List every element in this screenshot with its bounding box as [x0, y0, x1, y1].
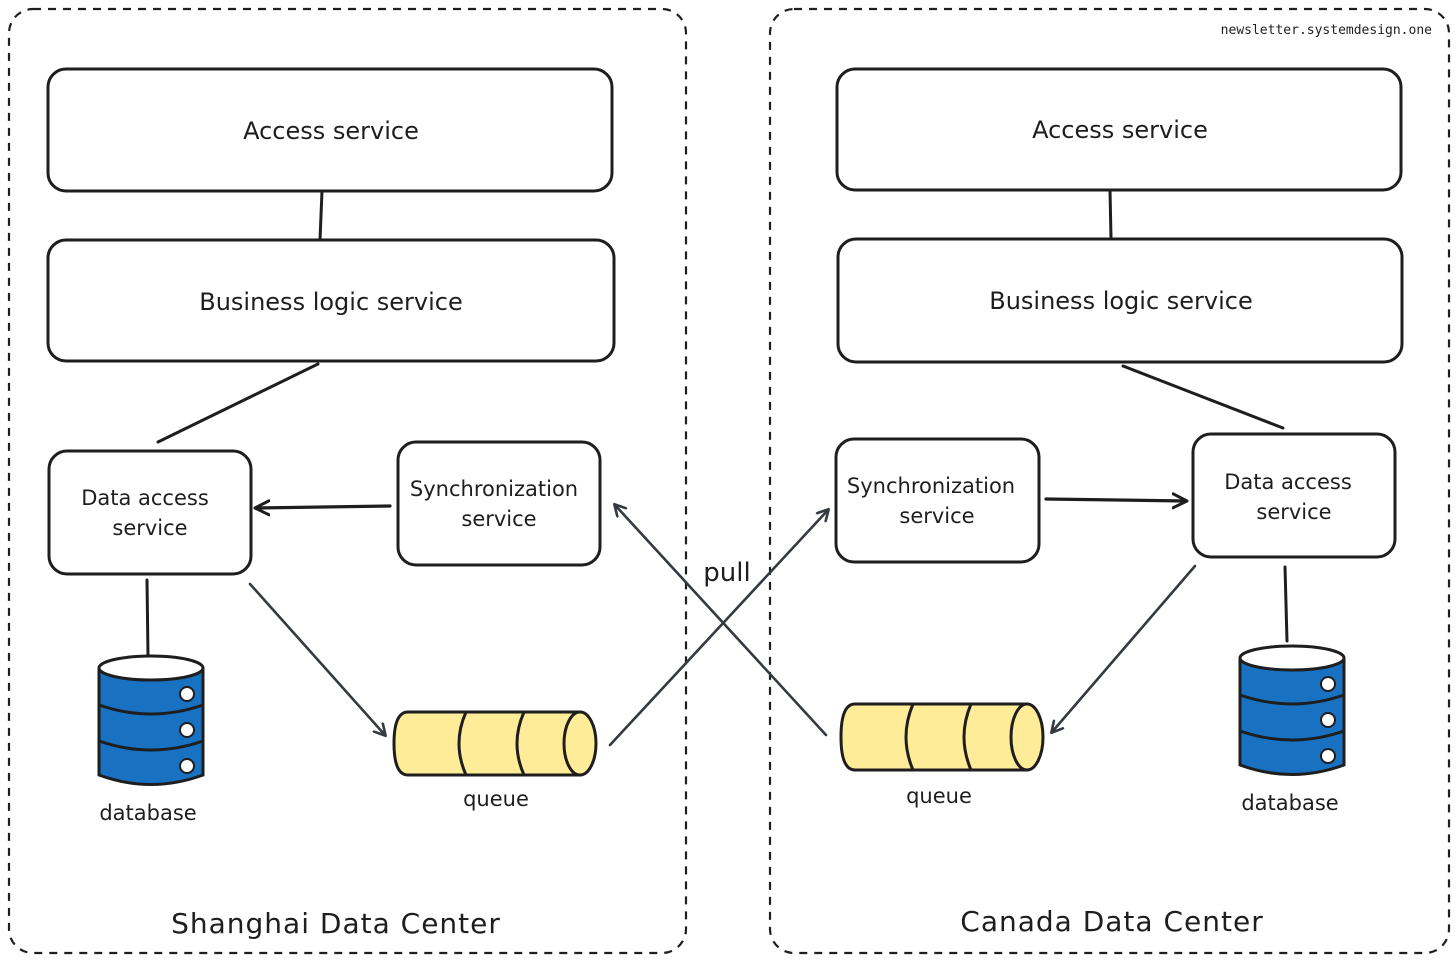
shanghai-sync-label-1: Synchronization — [410, 477, 578, 501]
canada-business-data-connector — [1121, 364, 1285, 430]
canada-sync-label-1: Synchronization — [847, 474, 1015, 498]
shanghai-data-access-label-2: service — [112, 516, 187, 540]
shanghai-region-title: Shanghai Data Center — [171, 907, 501, 940]
canada-data-to-queue-arrow — [1052, 564, 1197, 732]
canada-business-label: Business logic service — [989, 287, 1253, 315]
pull-label: pull — [703, 558, 750, 588]
shanghai-data-access-service: Data access service — [47, 449, 253, 576]
shanghai-data-db-connector — [145, 578, 150, 658]
shanghai-access-service: Access service — [46, 67, 614, 193]
canada-region-title: Canada Data Center — [960, 905, 1263, 938]
shanghai-sync-label-2: service — [461, 507, 536, 531]
shanghai-database-label: database — [99, 801, 196, 825]
canada-access-label: Access service — [1032, 116, 1208, 144]
canada-database-label: database — [1241, 791, 1338, 815]
canada-queue-icon — [839, 702, 1045, 772]
shanghai-access-business-connector — [318, 189, 324, 242]
shanghai-queue-icon — [392, 710, 598, 777]
canada-region-frame — [768, 7, 1451, 955]
shanghai-business-logic-service: Business logic service — [46, 238, 616, 363]
shanghai-data-to-queue-arrow — [248, 582, 385, 735]
shanghai-sync-to-data-arrow — [256, 506, 392, 508]
canada-data-access-label-1: Data access — [1224, 470, 1352, 494]
shanghai-business-label: Business logic service — [199, 288, 463, 316]
shanghai-access-label: Access service — [243, 117, 419, 145]
pull-arrow-canada-queue-to-shanghai-sync — [615, 505, 828, 737]
canada-sync-to-data-arrow — [1044, 499, 1186, 501]
credit-text: newsletter.systemdesign.one — [1221, 23, 1432, 38]
pull-arrow-shanghai-queue-to-canada-sync — [608, 510, 828, 747]
canada-business-logic-service: Business logic service — [836, 237, 1404, 364]
canada-queue-label: queue — [906, 784, 972, 808]
canada-access-business-connector — [1108, 188, 1113, 240]
canada-data-access-service: Data access service — [1191, 432, 1397, 559]
canada-data-db-connector — [1283, 565, 1289, 643]
shanghai-sync-service: Synchronization service — [396, 440, 602, 567]
shanghai-business-data-connector — [156, 362, 320, 444]
canada-database-icon — [1238, 644, 1346, 776]
shanghai-region-frame — [7, 7, 688, 955]
shanghai-queue-label: queue — [463, 787, 529, 811]
canada-access-service: Access service — [835, 67, 1403, 192]
shanghai-data-access-label-1: Data access — [81, 486, 209, 510]
canada-sync-service: Synchronization service — [834, 437, 1041, 564]
canada-data-access-label-2: service — [1256, 500, 1331, 524]
shanghai-database-icon — [97, 654, 205, 786]
canada-sync-label-2: service — [899, 504, 974, 528]
